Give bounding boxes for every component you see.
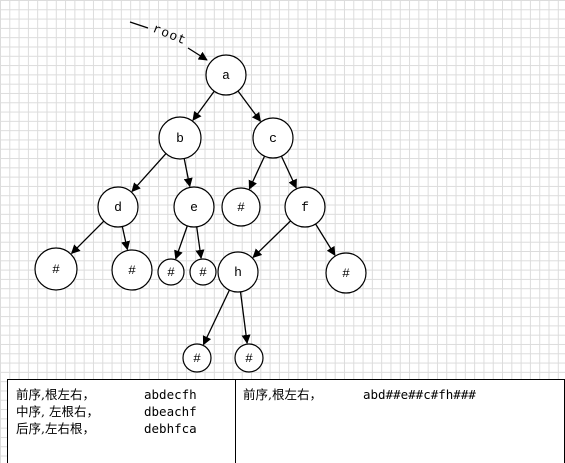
node-label: f bbox=[301, 200, 309, 215]
traversal-sequence: dbeachf bbox=[144, 404, 197, 419]
traversal-row-inorder: 中序, 左根右， dbeachf bbox=[16, 403, 227, 420]
edge-c-f bbox=[280, 155, 297, 189]
node-label: e bbox=[190, 200, 198, 215]
edge-d-d_right_null bbox=[121, 226, 131, 251]
node-label: b bbox=[176, 131, 184, 146]
edge-b-e bbox=[183, 158, 193, 188]
traversal-results-cell: 前序,根左右， abdecfh 中序, 左根右， dbeachf 后序,左右根，… bbox=[8, 380, 236, 463]
tree-node-h_left_null: # bbox=[182, 343, 212, 373]
node-label: # bbox=[342, 266, 350, 281]
node-circle bbox=[34, 247, 78, 291]
node-circle bbox=[182, 343, 212, 373]
node-label: # bbox=[245, 351, 253, 366]
tree-node-d: d bbox=[97, 186, 139, 228]
node-label: a bbox=[222, 68, 230, 83]
tree-edges bbox=[70, 90, 336, 346]
tree-node-c: c bbox=[252, 117, 294, 159]
edge-f-h bbox=[252, 220, 292, 259]
traversal-sequence: abdecfh bbox=[144, 387, 197, 402]
edge-h-h_right_null bbox=[239, 291, 251, 345]
tree-node-e_right_null: # bbox=[189, 258, 217, 286]
traversal-row-preorder: 前序,根左右， abdecfh bbox=[16, 386, 227, 403]
node-label: # bbox=[167, 265, 175, 280]
node-label: h bbox=[234, 265, 242, 280]
edge-e-e_left_null bbox=[174, 225, 188, 260]
traversal-row-postorder: 后序,左右根， debhfca bbox=[16, 420, 227, 437]
edge-h-h_left_null bbox=[202, 289, 230, 346]
tree-node-e_left_null: # bbox=[157, 258, 185, 286]
tree-node-h: h bbox=[217, 251, 259, 293]
node-circle bbox=[217, 251, 259, 293]
node-circle bbox=[221, 187, 261, 227]
node-label: # bbox=[128, 263, 136, 278]
extended-preorder-label: 前序,根左右， bbox=[243, 387, 322, 402]
traversal-label: 后序,左右根， bbox=[16, 421, 95, 436]
edge-a-c bbox=[237, 90, 261, 122]
tree-nodes: a b c d e # f # # # # h # # # bbox=[34, 54, 367, 373]
edge-d-d_left_null bbox=[70, 220, 105, 255]
node-label: d bbox=[114, 200, 122, 215]
node-circle bbox=[111, 249, 153, 291]
tree-node-c_null: # bbox=[221, 187, 261, 227]
tree-node-h_right_null: # bbox=[234, 343, 264, 373]
traversal-table: 前序,根左右， abdecfh 中序, 左根右， dbeachf 后序,左右根，… bbox=[7, 379, 565, 463]
edge-b-d bbox=[131, 153, 167, 193]
node-circle bbox=[252, 117, 294, 159]
edge-f-f_right_null bbox=[315, 223, 336, 256]
node-circle bbox=[234, 343, 264, 373]
traversal-label: 前序,根左右， bbox=[16, 387, 95, 402]
node-label: # bbox=[199, 265, 207, 280]
tree-node-d_right_null: # bbox=[111, 249, 153, 291]
edge-e-e_right_null bbox=[195, 226, 205, 260]
root-pointer: root bbox=[129, 21, 207, 60]
tree-node-e: e bbox=[173, 186, 215, 228]
node-circle bbox=[173, 186, 215, 228]
extended-preorder-sequence: abd##e##c#fh### bbox=[363, 387, 476, 402]
node-circle bbox=[325, 252, 367, 294]
node-circle bbox=[205, 54, 247, 96]
node-circle bbox=[157, 258, 185, 286]
node-circle bbox=[97, 186, 139, 228]
edge-c-c_null bbox=[248, 155, 266, 190]
tree-node-f: f bbox=[284, 186, 326, 228]
traversal-sequence: debhfca bbox=[144, 421, 197, 436]
tree-node-f_right_null: # bbox=[325, 252, 367, 294]
node-circle bbox=[189, 258, 217, 286]
node-label: # bbox=[237, 200, 245, 215]
node-label: c bbox=[269, 131, 277, 146]
extended-preorder-row: 前序,根左右， abd##e##c#fh### bbox=[243, 386, 556, 403]
edge-a-b bbox=[192, 90, 215, 121]
node-label: # bbox=[52, 262, 60, 277]
tree-node-d_left_null: # bbox=[34, 247, 78, 291]
extended-preorder-cell: 前序,根左右， abd##e##c#fh### bbox=[236, 380, 564, 463]
root-pointer-arrow bbox=[129, 21, 207, 60]
node-circle bbox=[158, 116, 202, 160]
tree-node-b: b bbox=[158, 116, 202, 160]
traversal-label: 中序, 左根右， bbox=[16, 404, 99, 419]
node-label: # bbox=[193, 351, 201, 366]
tree-node-a: a bbox=[205, 54, 247, 96]
root-label: root bbox=[151, 21, 189, 48]
node-circle bbox=[284, 186, 326, 228]
